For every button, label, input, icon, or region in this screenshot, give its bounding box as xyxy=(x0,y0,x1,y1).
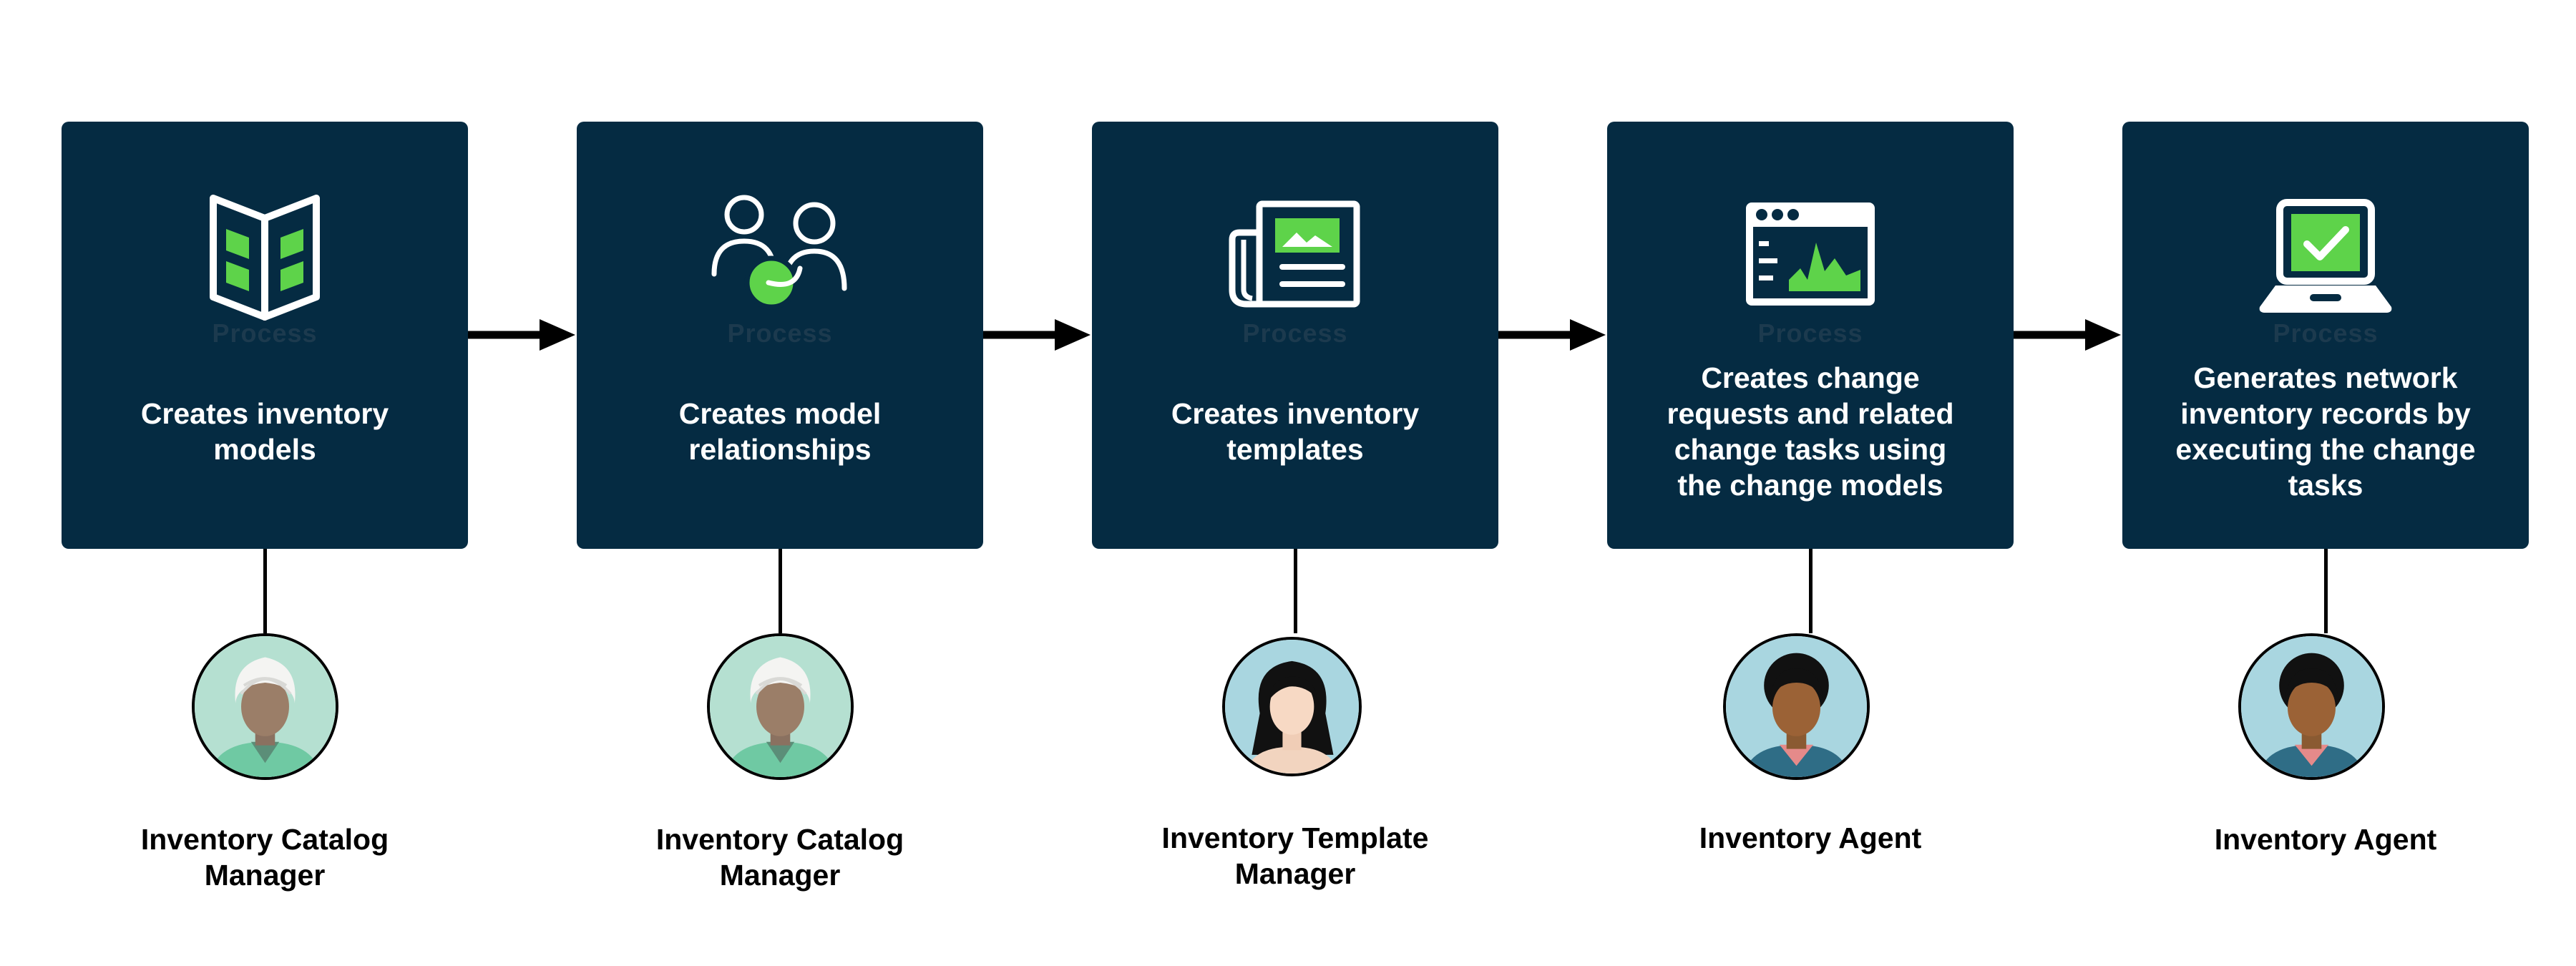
connector-line-4 xyxy=(1809,549,1813,633)
browser-chart-icon xyxy=(1739,190,1882,333)
ghost-process-label: Process xyxy=(2273,318,2379,348)
flow-arrow-2 xyxy=(983,315,1091,355)
step-description: Creates inventory templates xyxy=(1171,397,1420,466)
step-description: Creates change requests and related chan… xyxy=(1667,361,1954,502)
flow-arrow-4 xyxy=(2014,315,2121,355)
step-box-4: Process Creates change requests and rela… xyxy=(1607,122,2014,549)
role-label-3: Inventory Template Manager xyxy=(1161,821,1429,890)
step-description: Creates model relationships xyxy=(678,397,882,466)
step-box-3: Process Creates inventory templates xyxy=(1092,122,1498,549)
step-description: Creates inventory models xyxy=(140,397,389,466)
flow-arrow-3 xyxy=(1498,315,1606,355)
ghost-process-label: Process xyxy=(1242,318,1348,348)
role-label-5: Inventory Agent xyxy=(2214,823,2437,856)
ghost-process-label: Process xyxy=(727,318,833,348)
turban-person-avatar xyxy=(707,633,854,780)
step-box-1: Process Creates inventory models xyxy=(62,122,468,549)
connector-line-2 xyxy=(779,549,782,633)
step-box-2: Process Creates model relationships xyxy=(577,122,983,549)
turban-person-avatar xyxy=(192,633,338,780)
afro-person-avatar xyxy=(2238,633,2385,780)
connector-line-5 xyxy=(2324,549,2328,633)
role-label-4: Inventory Agent xyxy=(1699,821,1922,854)
connector-line-3 xyxy=(1294,549,1297,633)
newspaper-icon xyxy=(1224,190,1367,333)
role-label-2: Inventory Catalog Manager xyxy=(655,823,904,892)
dark-hair-woman-avatar xyxy=(1222,637,1362,776)
connector-line-1 xyxy=(263,549,267,633)
ghost-process-label: Process xyxy=(212,318,318,348)
flow-arrow-1 xyxy=(468,315,575,355)
linked-people-icon xyxy=(708,190,852,333)
role-label-1: Inventory Catalog Manager xyxy=(140,823,389,892)
step-description: Generates network inventory records by e… xyxy=(2175,361,2476,502)
ghost-process-label: Process xyxy=(1757,318,1863,348)
open-book-icon xyxy=(193,190,336,333)
step-box-5: Process Generates network inventory reco… xyxy=(2122,122,2529,549)
laptop-check-icon xyxy=(2254,190,2397,333)
afro-person-avatar xyxy=(1723,633,1870,780)
